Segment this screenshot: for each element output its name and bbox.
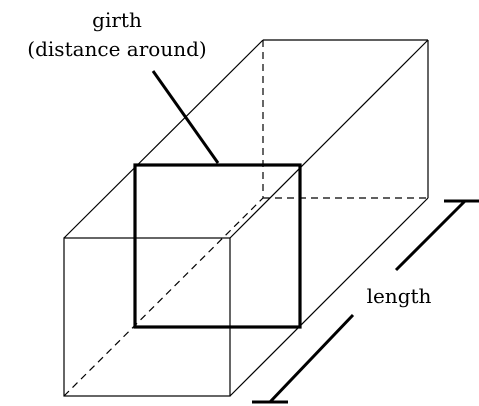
depth-edge-top-left: [63, 39, 264, 239]
depth-edge-bottom-right: [229, 197, 429, 397]
length-dimension: [252, 199, 479, 404]
length-label: length: [367, 284, 432, 308]
girth-pointer-line: [151, 70, 220, 164]
girth-sublabel: (distance around): [27, 37, 206, 61]
depth-edge-bottom-left-hidden: [63, 197, 264, 397]
front-face: [63, 237, 231, 397]
length-dimension-upper: [394, 199, 467, 272]
back-face: [262, 39, 429, 199]
length-dimension-lower: [268, 313, 355, 404]
depth-edge-top-right: [229, 39, 429, 239]
girth-label: girth: [92, 8, 142, 32]
depth-edges: [63, 39, 429, 397]
girth-cross-section: [133, 163, 302, 329]
